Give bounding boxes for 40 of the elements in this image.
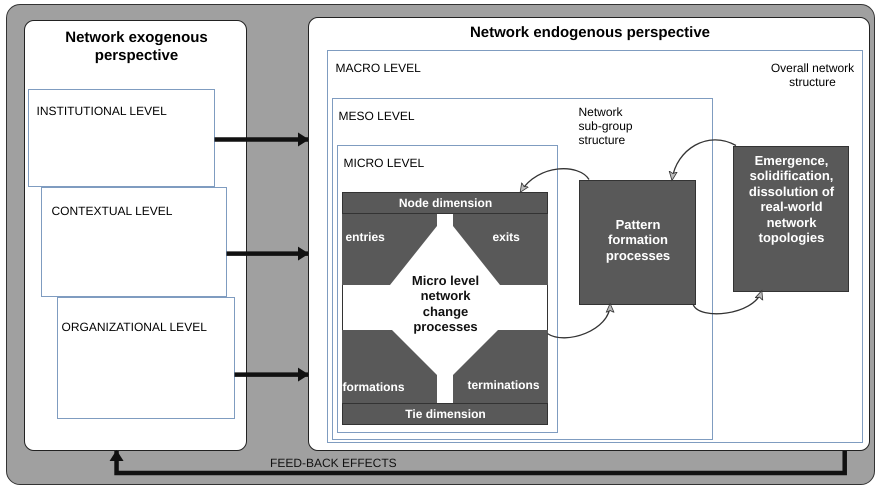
process-diagram xyxy=(342,192,548,424)
structure-label: Network sub-group structure xyxy=(578,104,634,148)
level-label: MESO LEVEL xyxy=(338,108,416,123)
level-label: MICRO LEVEL xyxy=(344,156,426,170)
level-label: ORGANIZATIONAL LEVEL xyxy=(62,320,208,334)
dimension-label: Tie dimension xyxy=(404,406,487,421)
structure-label: Overall network structure xyxy=(770,60,856,90)
level-box xyxy=(28,88,214,186)
curved-arrow xyxy=(669,139,736,181)
process-box xyxy=(732,146,848,292)
dimension-label: Node dimension xyxy=(398,196,494,210)
process-label: exits xyxy=(492,230,521,244)
process-label: formations xyxy=(342,380,406,394)
thick-arrow xyxy=(234,368,309,382)
thick-arrow xyxy=(214,132,309,146)
dimension-bar xyxy=(342,402,548,424)
level-label: MACRO LEVEL xyxy=(336,60,422,75)
panel-title: Network exogenous perspective xyxy=(64,29,209,65)
process-label: Emergence, solidification, dissolution of real-world network topologies xyxy=(748,152,836,246)
process-shape xyxy=(452,214,548,284)
thick-arrow xyxy=(226,246,309,261)
panel-title: Network endogenous perspective xyxy=(468,24,712,42)
thick-arrow xyxy=(110,450,847,476)
level-box xyxy=(40,186,226,296)
level-box xyxy=(56,296,234,418)
process-label: Pattern formation processes xyxy=(604,216,672,264)
process-label: entries xyxy=(346,230,386,244)
process-box xyxy=(578,180,696,304)
process-label: Micro level network change processes xyxy=(410,272,480,335)
level-box xyxy=(336,144,558,432)
curved-arrow xyxy=(547,303,614,338)
curved-arrow xyxy=(520,168,590,193)
level-label: CONTEXTUAL LEVEL xyxy=(52,204,174,218)
curved-arrow xyxy=(692,290,762,314)
perspective-panel xyxy=(24,20,247,451)
level-label: INSTITUTIONAL LEVEL xyxy=(36,104,168,118)
process-label: terminations xyxy=(468,378,541,392)
dimension-bar xyxy=(342,192,548,214)
edge-label: FEED-BACK EFFECTS xyxy=(268,456,399,470)
level-box xyxy=(332,98,712,440)
